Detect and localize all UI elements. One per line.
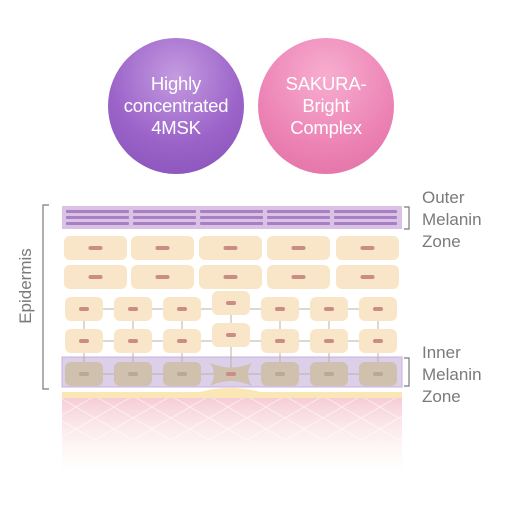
cell-nucleus bbox=[226, 301, 236, 305]
label-line: Complex bbox=[290, 117, 362, 139]
cell-nucleus bbox=[373, 307, 383, 311]
cell-nucleus bbox=[79, 372, 89, 376]
cell-nucleus bbox=[275, 307, 285, 311]
cell-nucleus bbox=[373, 339, 383, 343]
cell-nucleus bbox=[128, 372, 138, 376]
ingredient-circle-sakura: SAKURA- Bright Complex bbox=[258, 38, 394, 174]
corneum-stripe bbox=[200, 210, 263, 213]
ingredient-4msk-label: Highly concentrated 4MSK bbox=[124, 73, 229, 140]
ingredient-sakura-label: SAKURA- Bright Complex bbox=[286, 73, 367, 140]
cell-nucleus bbox=[177, 339, 187, 343]
label-line: Zone bbox=[422, 387, 461, 406]
epidermis-bracket bbox=[42, 204, 49, 390]
cell-nucleus bbox=[324, 339, 334, 343]
cell-nucleus bbox=[128, 307, 138, 311]
cell-nucleus bbox=[226, 372, 236, 376]
cell-nucleus bbox=[373, 372, 383, 376]
cell-nucleus bbox=[79, 307, 89, 311]
inner-zone-bracket bbox=[404, 357, 410, 387]
cell-nucleus bbox=[128, 339, 138, 343]
cell-nucleus bbox=[360, 246, 375, 250]
label-line: Melanin bbox=[422, 210, 482, 229]
ingredient-circle-4msk: Highly concentrated 4MSK bbox=[108, 38, 244, 174]
cell-nucleus bbox=[88, 275, 103, 279]
corneum-stripe bbox=[334, 216, 397, 219]
cell-nucleus bbox=[360, 275, 375, 279]
label-line: concentrated bbox=[123, 94, 229, 116]
corneum-stripe bbox=[200, 216, 263, 219]
cell-nucleus bbox=[79, 339, 89, 343]
cell-nucleus bbox=[223, 246, 238, 250]
label-line: Highly bbox=[150, 72, 202, 94]
inner-melanin-zone-label: Inner Melanin Zone bbox=[422, 342, 482, 408]
corneum-stripe bbox=[200, 222, 263, 225]
corneum-stripe bbox=[267, 216, 330, 219]
label-line: Melanin bbox=[422, 365, 482, 384]
outer-zone-bracket bbox=[404, 206, 410, 230]
corneum-stripe bbox=[334, 222, 397, 225]
corneum-stripe bbox=[66, 210, 129, 213]
cell-nucleus bbox=[155, 275, 170, 279]
corneum-stripe bbox=[133, 210, 196, 213]
cell-nucleus bbox=[226, 333, 236, 337]
dermis-layer bbox=[62, 388, 402, 473]
corneum-stripe bbox=[133, 222, 196, 225]
cell-nucleus bbox=[223, 275, 238, 279]
outer-melanin-zone-label: Outer Melanin Zone bbox=[422, 187, 482, 253]
cell-nucleus bbox=[324, 307, 334, 311]
corneum-stripe bbox=[133, 216, 196, 219]
corneum-stripe bbox=[334, 210, 397, 213]
cell-nucleus bbox=[291, 246, 306, 250]
cell-nucleus bbox=[324, 372, 334, 376]
corneum-stripe bbox=[267, 222, 330, 225]
cell-nucleus bbox=[177, 307, 187, 311]
basal-cell-row bbox=[65, 362, 397, 386]
epidermis-label-text: Epidermis bbox=[16, 248, 35, 324]
cell-nucleus bbox=[275, 339, 285, 343]
cell-nucleus bbox=[155, 246, 170, 250]
label-line: Zone bbox=[422, 232, 461, 251]
spinous-cell-rows bbox=[65, 291, 397, 353]
cell-nucleus bbox=[291, 275, 306, 279]
label-line: SAKURA- bbox=[285, 72, 367, 94]
label-line: Outer bbox=[422, 188, 465, 207]
cell-nucleus bbox=[275, 372, 285, 376]
flat-cell-rows bbox=[64, 236, 399, 289]
cell-nucleus bbox=[88, 246, 103, 250]
outer-melanin-band bbox=[62, 206, 402, 229]
corneum-stripe bbox=[66, 216, 129, 219]
corneum-stripe bbox=[267, 210, 330, 213]
label-line: 4MSK bbox=[151, 117, 201, 139]
corneum-stripe bbox=[66, 222, 129, 225]
cell-nucleus bbox=[177, 372, 187, 376]
label-line: Inner bbox=[422, 343, 461, 362]
label-line: Bright bbox=[302, 94, 350, 116]
